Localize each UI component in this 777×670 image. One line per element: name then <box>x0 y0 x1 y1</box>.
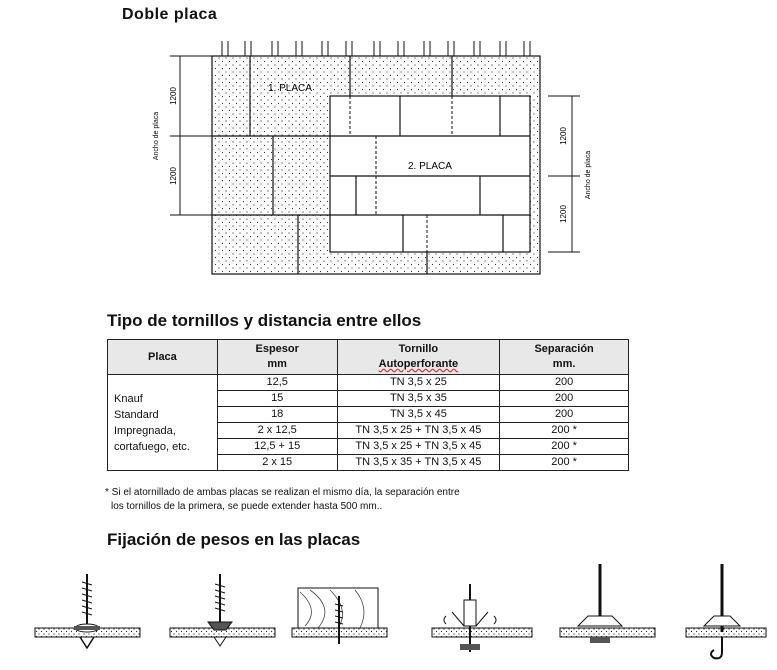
espesor-cell: 2 x 15 <box>216 454 338 471</box>
tornillo-cell: TN 3,5 x 35 + TN 3,5 x 45 <box>336 454 501 471</box>
separacion-cell: 200 <box>499 390 629 407</box>
placa-names: Knauf Standard Impregnada, cortafuego, e… <box>107 374 218 471</box>
dim-left-1: 1200 <box>169 87 178 105</box>
tornillo-cell: TN 3,5 x 35 <box>336 390 501 407</box>
ancho-left: Ancho de placa <box>153 112 160 160</box>
placa-1-label: 1. PLACA <box>268 83 312 94</box>
fijacion-title: Fijación de pesos en las placas <box>107 530 361 549</box>
hook-anchor-icon <box>685 564 767 660</box>
wood-block-icon <box>291 587 388 644</box>
table-row: 12,5 + 15 TN 3,5 x 25 + TN 3,5 x 45 200 … <box>108 438 629 455</box>
table-row: 18 TN 3,5 x 45 200 <box>108 406 629 423</box>
espesor-cell: 12,5 + 15 <box>216 438 338 455</box>
espesor-cell: 15 <box>216 390 338 407</box>
tornillo-cell: TN 3,5 x 45 <box>336 406 501 423</box>
separacion-cell: 200 * <box>499 422 629 439</box>
separacion-cell: 200 * <box>499 438 629 455</box>
ancho-right: Ancho de placa <box>585 151 592 199</box>
dim-right-2: 1200 <box>559 205 568 223</box>
tornillo-cell: TN 3,5 x 25 <box>336 374 501 391</box>
espesor-cell: 2 x 12,5 <box>216 422 338 439</box>
tornillo-cell: TN 3,5 x 25 + TN 3,5 x 45 <box>336 422 501 439</box>
tornillo-cell: TN 3,5 x 25 + TN 3,5 x 45 <box>336 438 501 455</box>
dim-left-2: 1200 <box>169 167 178 185</box>
table-row: 15 TN 3,5 x 35 200 <box>108 390 629 407</box>
doble-placa-title: Doble placa <box>122 6 218 23</box>
separacion-cell: 200 <box>499 374 629 391</box>
espesor-cell: 18 <box>216 406 338 423</box>
tornillos-title: Tipo de tornillos y distancia entre ello… <box>107 311 422 330</box>
anchor-screw-icon <box>169 574 276 647</box>
header-placa: Placa <box>107 339 218 375</box>
anchor-spiral-icon <box>34 574 141 650</box>
footnote-line-1: * Si el atornillado de ambas placas se r… <box>105 487 460 498</box>
placa-2-area <box>329 95 531 253</box>
table-row: 2 x 15 TN 3,5 x 35 + TN 3,5 x 45 200 * <box>108 454 629 471</box>
dim-right-1: 1200 <box>559 127 568 145</box>
fijacion-illustrations <box>34 564 767 660</box>
separacion-cell: 200 <box>499 406 629 423</box>
footnote-line-2: los tornillos de la primera, se puede ex… <box>111 501 383 512</box>
expansion-anchor-icon <box>431 584 533 652</box>
doble-placa-diagram: 1200 1200 Ancho de placa 1200 1200 Ancho… <box>153 41 592 275</box>
footnote: * Si el atornillado de ambas placas se r… <box>105 486 460 514</box>
placa-2-label: 2. PLACA <box>408 161 452 172</box>
toggle-bolt-icon <box>559 564 656 643</box>
table-row: Knauf Standard Impregnada, cortafuego, e… <box>107 374 629 471</box>
separacion-cell: 200 * <box>499 454 629 471</box>
espesor-cell: 12,5 <box>216 374 338 391</box>
